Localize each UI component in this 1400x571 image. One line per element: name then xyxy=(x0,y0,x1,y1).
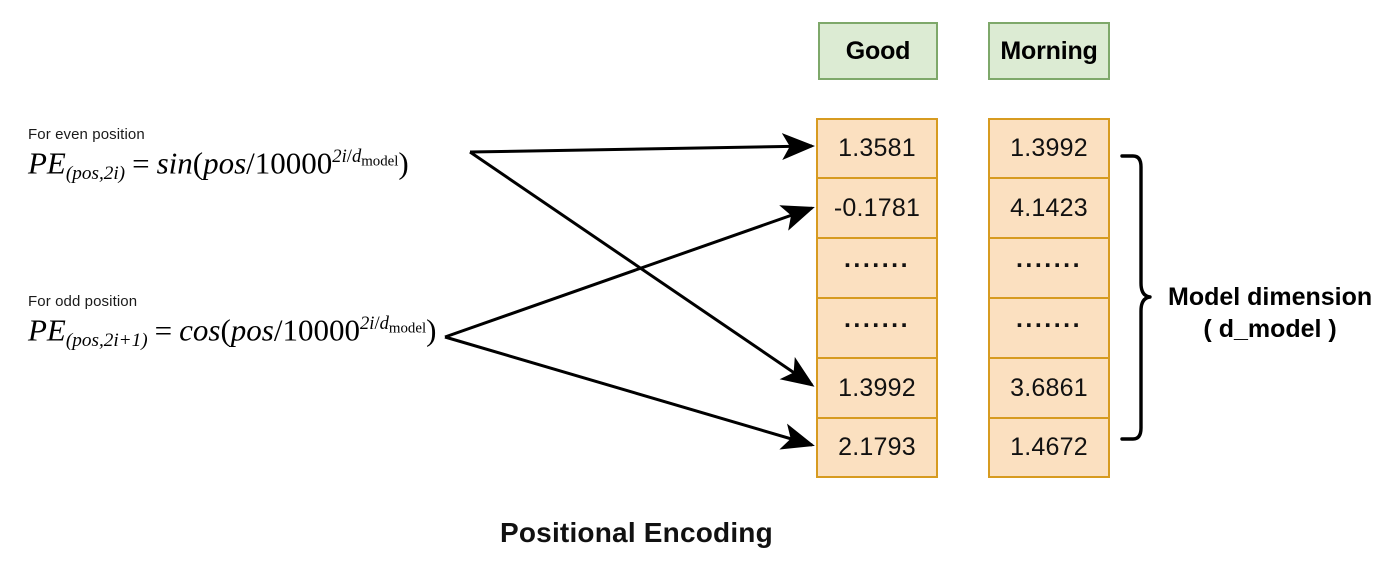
vector-cell: ....... xyxy=(816,238,938,298)
exp-numerator-even: 2i xyxy=(332,146,347,167)
formula-odd-expression: PE(pos,2i+1)=cos(pos/100002i/dmodel) xyxy=(28,314,436,351)
cos-function: cos xyxy=(179,312,221,348)
diagram-caption: Positional Encoding xyxy=(500,517,773,548)
formula-even-position: For even position PE(pos,2i)=sin(pos/100… xyxy=(28,126,409,184)
vector-cell: 1.4672 xyxy=(988,418,1110,478)
vector-cell: ....... xyxy=(988,298,1110,358)
formula-odd-position: For odd position PE(pos,2i+1)=cos(pos/10… xyxy=(28,293,436,351)
open-paren-even: ( xyxy=(192,145,204,181)
pe-subscript-odd: (pos,2i+1) xyxy=(65,329,148,351)
model-dimension-line1: Model dimension xyxy=(1168,283,1373,311)
pos-variable-even: pos xyxy=(203,145,247,181)
pe-symbol-odd: PE xyxy=(28,312,66,348)
base-10000-odd: 10000 xyxy=(282,312,360,348)
exp-slash-even: / xyxy=(346,146,352,167)
exp-d-subscript-odd: model xyxy=(388,320,427,337)
formula-even-caption: For even position xyxy=(28,126,145,143)
vector-value: -0.1781 xyxy=(833,193,921,222)
exp-slash-odd: / xyxy=(374,313,380,334)
exp-numerator-odd: 2i xyxy=(359,313,375,334)
equals-sign-even: = xyxy=(132,145,150,181)
vector-value: 1.4672 xyxy=(1010,433,1088,461)
exp-d-subscript-even: model xyxy=(361,153,399,170)
vector-cell: 1.3992 xyxy=(816,358,938,418)
vector-cell: ....... xyxy=(988,238,1110,298)
base-10000-even: 10000 xyxy=(254,145,333,181)
vector-cell: -0.1781 xyxy=(816,178,938,238)
vector-cell: 3.6861 xyxy=(988,358,1110,418)
pe-subscript-even: (pos,2i) xyxy=(65,162,126,184)
vector-value: 3.6861 xyxy=(1010,373,1088,402)
vector-value: ....... xyxy=(1015,304,1083,333)
slash-odd: / xyxy=(273,312,283,348)
open-paren-odd: ( xyxy=(220,312,231,348)
vector-value: 4.1423 xyxy=(1010,193,1088,222)
equals-sign-odd: = xyxy=(154,312,173,348)
vector-column-good: 1.3581 -0.1781 ....... ....... 1.3992 2.… xyxy=(816,118,938,478)
close-paren-even: ) xyxy=(398,145,409,181)
vector-value: ....... xyxy=(843,304,911,333)
exponent-even: 2i/dmodel xyxy=(332,146,399,170)
token-box-morning: Morning xyxy=(988,22,1110,80)
vector-cell: 1.3992 xyxy=(988,118,1110,178)
arrow-even-to-row4 xyxy=(469,150,815,387)
vector-value: 1.3581 xyxy=(838,134,916,162)
formula-even-expression: PE(pos,2i)=sin(pos/100002i/dmodel) xyxy=(28,147,409,184)
formula-odd-caption: For odd position xyxy=(28,293,138,310)
vector-cell: 1.3581 xyxy=(816,118,938,178)
vector-value: ....... xyxy=(1015,244,1083,273)
vector-cell: 2.1793 xyxy=(816,418,938,478)
vector-value: 2.1793 xyxy=(838,433,916,461)
vector-cell: 4.1423 xyxy=(988,178,1110,238)
token-box-good: Good xyxy=(818,22,938,80)
exp-d-even: d xyxy=(351,146,362,167)
arrow-even-to-row0 xyxy=(469,133,815,161)
arrow-odd-to-row1 xyxy=(444,205,815,339)
close-paren-odd: ) xyxy=(426,312,437,348)
brace-path xyxy=(1120,154,1152,441)
model-dimension-label: Model dimension ( d_model ) xyxy=(1168,281,1372,345)
exp-d-odd: d xyxy=(379,313,389,334)
model-dimension-line2: ( d_model ) xyxy=(1203,315,1337,343)
vector-value: ....... xyxy=(843,244,911,273)
token-label-morning: Morning xyxy=(1000,36,1098,65)
exponent-odd: 2i/dmodel xyxy=(359,313,427,337)
vector-column-morning: 1.3992 4.1423 ....... ....... 3.6861 1.4… xyxy=(988,118,1110,478)
vector-cell: ....... xyxy=(816,298,938,358)
arrow-odd-to-row5 xyxy=(444,335,815,450)
token-label-good: Good xyxy=(845,36,911,65)
vector-value: 1.3992 xyxy=(1010,134,1088,162)
vector-value: 1.3992 xyxy=(838,373,916,402)
sin-function: sin xyxy=(156,145,193,181)
slash-even: / xyxy=(246,145,255,181)
pe-symbol-even: PE xyxy=(28,145,66,181)
pos-variable-odd: pos xyxy=(230,312,274,348)
